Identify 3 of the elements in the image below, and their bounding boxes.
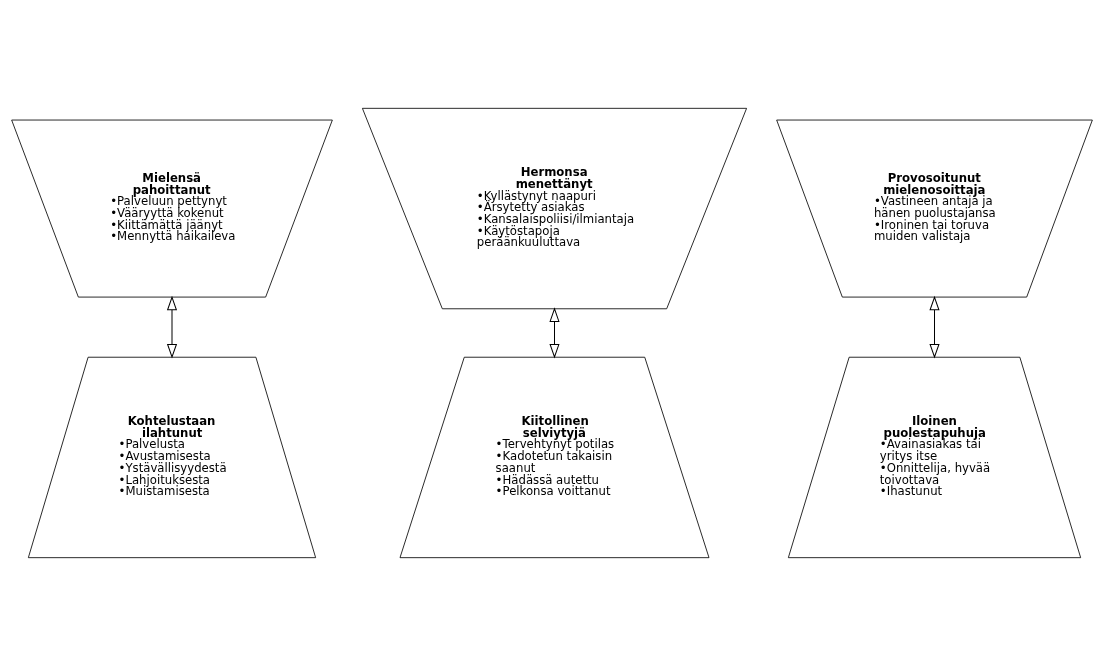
arrow	[549, 308, 560, 358]
arrow	[167, 296, 177, 358]
arrow	[929, 296, 940, 358]
